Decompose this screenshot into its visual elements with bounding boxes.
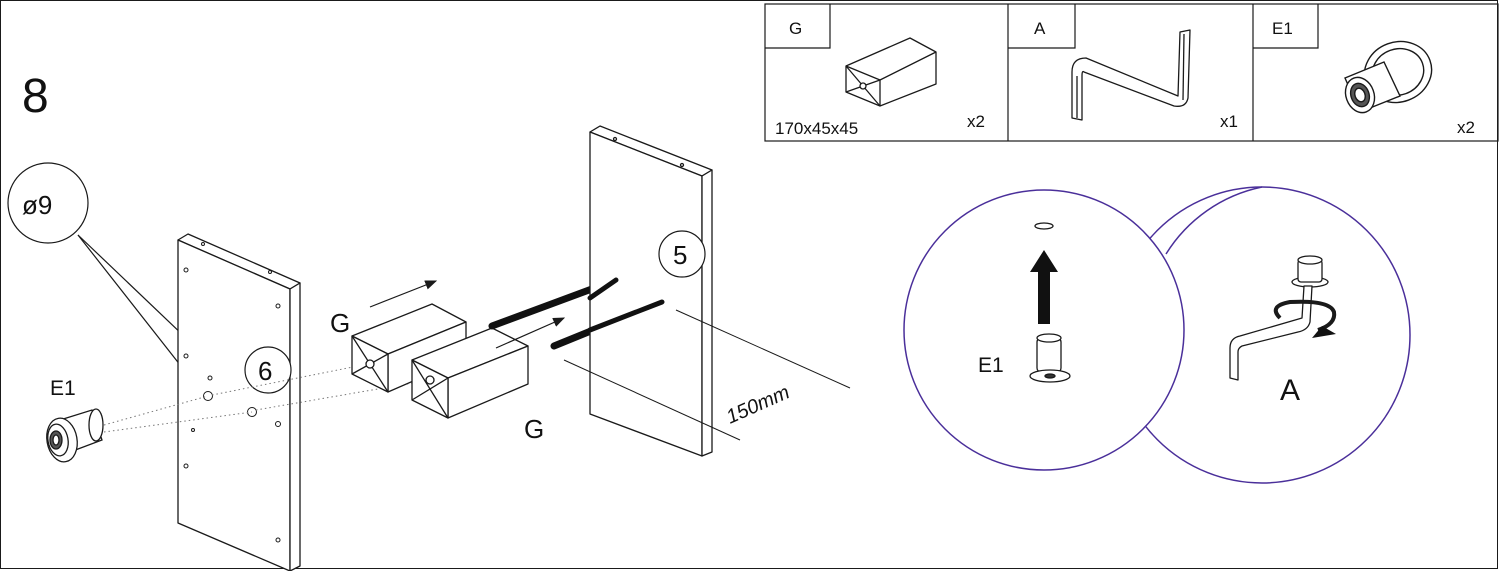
part-qty-a: x1 [1220, 112, 1238, 131]
dimension-label: 150mm [723, 381, 793, 428]
part-code-e1: E1 [1272, 19, 1293, 38]
detail-right-label: A [1280, 374, 1300, 407]
insert-nut-left [46, 408, 104, 463]
drill-diameter-label: ø9 [22, 190, 52, 220]
drill-diameter-callout [7, 162, 231, 381]
allen-key-icon [1071, 29, 1191, 121]
panel-5-callout [658, 230, 706, 278]
parts-table [764, 3, 1499, 142]
block-icon [845, 37, 937, 107]
detail-left-label: E1 [978, 354, 1004, 377]
insert-nut-icon [1344, 40, 1433, 114]
detail-circle-left [903, 189, 1185, 471]
part-qty-g: x2 [967, 112, 985, 131]
detail-allen-key [1229, 255, 1337, 381]
insert-left-label: E1 [50, 377, 76, 400]
threaded-rods-front [587, 277, 665, 333]
panel-5-label: 5 [673, 240, 687, 270]
panel-6-label: 6 [258, 356, 272, 386]
step-number: 8 [22, 70, 49, 123]
block-g-bottom [411, 327, 529, 419]
panel-5 [589, 125, 713, 457]
panel-6 [177, 233, 301, 571]
part-code-a: A [1034, 19, 1046, 38]
insertion-arrows [369, 280, 566, 349]
dimension-lines [563, 309, 851, 441]
block-top-label: G [330, 308, 350, 338]
block-bottom-label: G [524, 414, 544, 444]
part-size-g: 170x45x45 [775, 119, 858, 138]
part-qty-e1: x2 [1457, 118, 1475, 137]
part-code-g: G [789, 19, 802, 38]
detail-circle-right-edge [1165, 186, 1263, 255]
detail-insert [1029, 222, 1071, 383]
